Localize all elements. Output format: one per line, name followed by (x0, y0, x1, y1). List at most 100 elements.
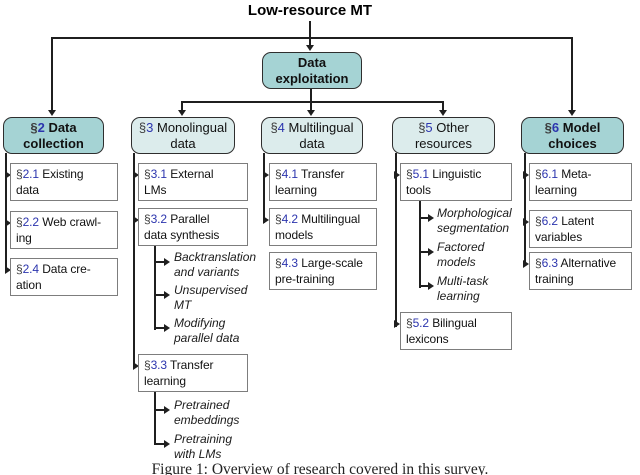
arrowhead-right (263, 216, 269, 224)
connector-line (309, 37, 311, 46)
connector-line (51, 37, 573, 39)
node-label: Large-scale pre-training (275, 256, 363, 286)
arrowhead-down (568, 110, 576, 116)
section-link-5[interactable]: 5 (425, 119, 433, 135)
leaf-unsupervised-mt: Unsupervised MT (174, 283, 248, 312)
node-label: Other resources (414, 119, 473, 151)
node-sec4-header: §4 Multilingual data (261, 117, 363, 154)
node-sec3-2: §3.2 Parallel data synthesis (138, 208, 248, 246)
section-link-4-3[interactable]: 4.3 (281, 256, 298, 270)
section-link-4-2[interactable]: 4.2 (281, 212, 298, 226)
arrowhead-down (306, 45, 314, 51)
section-mark: § (16, 262, 23, 276)
section-link-6-2[interactable]: 6.2 (541, 214, 558, 228)
section-mark: § (30, 119, 38, 135)
section-mark: § (16, 167, 23, 181)
leaf-factored-models: Factored models (437, 240, 485, 269)
node-sec4-3: §4.3 Large-scale pre-training (269, 252, 377, 290)
arrowhead-right (133, 362, 139, 370)
node-label: Transfer learning (275, 167, 345, 197)
leaf-modifying-parallel-data: Modifying parallel data (174, 316, 240, 345)
arrowhead-right (5, 219, 11, 227)
node-label: Multilingual models (275, 212, 361, 242)
arrowhead-right (428, 248, 434, 256)
node-label: Linguistic tools (406, 167, 482, 197)
node-label: Transfer learning (144, 358, 214, 388)
section-link-5-2[interactable]: 5.2 (412, 316, 429, 330)
node-label: Meta- learning (535, 167, 592, 197)
node-label: Alternative training (535, 256, 617, 286)
section-link-6-1[interactable]: 6.1 (541, 167, 558, 181)
connector-line (395, 153, 397, 327)
section-link-6[interactable]: 6 (551, 119, 560, 135)
section-mark: § (144, 212, 151, 226)
connector-line (154, 409, 166, 411)
section-mark: § (270, 119, 278, 135)
section-mark: § (406, 167, 413, 181)
node-label: Parallel data synthesis (144, 212, 220, 242)
node-label: Data collection (23, 119, 84, 151)
section-link-5-1[interactable]: 5.1 (412, 167, 429, 181)
connector-line (442, 101, 444, 111)
node-sec6-1: §6.1 Meta- learning (529, 163, 632, 201)
node-sec6-2: §6.2 Latent variables (529, 210, 632, 248)
section-mark: § (535, 214, 542, 228)
arrowhead-down (178, 110, 186, 116)
arrowhead-down (48, 110, 56, 116)
diagram-title: Low-resource MT (247, 2, 373, 19)
arrowhead-right (164, 440, 170, 448)
node-sec4-2: §4.2 Multilingual models (269, 208, 377, 246)
leaf-pretrained-embeddings: Pretrained embeddings (174, 398, 240, 427)
connector-line (309, 21, 311, 37)
node-data-exploitation: Data exploitation (262, 52, 362, 89)
arrowhead-down (439, 110, 447, 116)
section-mark: § (406, 316, 413, 330)
leaf-backtranslation: Backtranslation and variants (174, 250, 257, 279)
node-sec2-4: §2.4 Data cre- ation (10, 258, 118, 296)
node-sec5-2: §5.2 Bilingual lexicons (400, 312, 512, 350)
section-link-3-2[interactable]: 3.2 (150, 212, 167, 226)
section-mark: § (275, 212, 282, 226)
section-link-3-1[interactable]: 3.1 (150, 167, 167, 181)
section-mark: § (275, 256, 282, 270)
connector-line (154, 246, 156, 330)
node-label: Bilingual lexicons (406, 316, 477, 346)
arrowhead-right (394, 171, 400, 179)
connector-line (310, 101, 312, 111)
section-link-2-4[interactable]: 2.4 (22, 262, 39, 276)
node-sec2-2: §2.2 Web crawl- ing (10, 211, 118, 249)
section-link-3[interactable]: 3 (146, 119, 154, 135)
connector-line (181, 101, 444, 103)
connector-line (181, 101, 183, 111)
node-sec6-3: §6.3 Alternative training (529, 252, 632, 290)
connector-line (419, 251, 430, 253)
section-link-2[interactable]: 2 (37, 119, 45, 135)
arrowhead-right (5, 171, 11, 179)
node-sec5-1: §5.1 Linguistic tools (400, 163, 512, 201)
arrowhead-right (428, 214, 434, 222)
section-link-6-3[interactable]: 6.3 (541, 256, 558, 270)
connector-line (154, 443, 166, 445)
node-label: External LMs (144, 167, 214, 197)
node-sec5-header: §5 Other resources (392, 117, 495, 154)
section-link-4-1[interactable]: 4.1 (281, 167, 298, 181)
node-label: Latent variables (535, 214, 594, 244)
connector-line (154, 327, 166, 329)
section-link-4[interactable]: 4 (277, 119, 285, 135)
connector-line (154, 294, 166, 296)
connector-line (154, 261, 166, 263)
node-sec2-1: §2.1 Existing data (10, 163, 118, 201)
connector-line (524, 153, 526, 266)
arrowhead-right (523, 171, 529, 179)
arrowhead-right (133, 171, 139, 179)
node-label: Existing data (16, 167, 84, 197)
node-sec2-header: §2 Data collection (3, 117, 104, 154)
connector-line (263, 153, 265, 223)
section-link-2-2[interactable]: 2.2 (22, 215, 39, 229)
arrowhead-right (5, 266, 11, 274)
section-link-2-1[interactable]: 2.1 (22, 167, 39, 181)
section-mark: § (16, 215, 23, 229)
section-link-3-3[interactable]: 3.3 (150, 358, 167, 372)
node-sec4-1: §4.1 Transfer learning (269, 163, 377, 201)
